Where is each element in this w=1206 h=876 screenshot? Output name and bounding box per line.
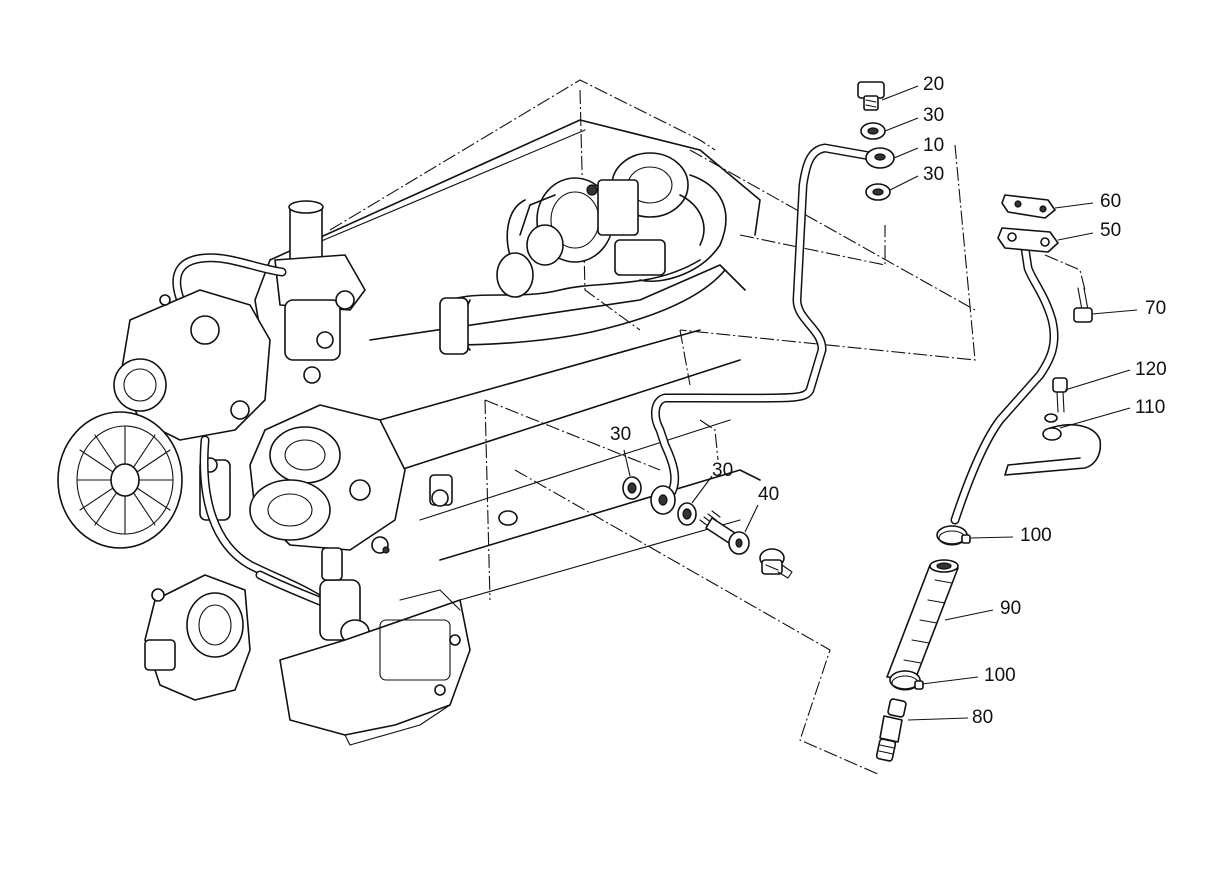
callout-80: 80 bbox=[972, 707, 993, 728]
part-80-connector bbox=[875, 698, 907, 762]
callout-30-upper: 30 bbox=[923, 164, 944, 185]
callout-10: 10 bbox=[923, 135, 944, 156]
callout-100-upper: 100 bbox=[1020, 525, 1052, 546]
callout-20: 20 bbox=[923, 74, 944, 95]
assembly-reference-lines bbox=[329, 79, 1086, 776]
callout-120: 120 bbox=[1135, 359, 1167, 380]
callout-labels: 20 30 10 30 60 50 70 120 110 30 30 40 10… bbox=[610, 74, 1167, 728]
callout-30-right: 30 bbox=[712, 460, 733, 481]
part-120-clamp-bolt bbox=[1052, 377, 1068, 413]
part-110-pipe-clamp bbox=[1004, 413, 1102, 476]
callout-leaders bbox=[623, 85, 1138, 721]
callout-50: 50 bbox=[1100, 220, 1121, 241]
callout-70: 70 bbox=[1145, 298, 1166, 319]
oil-pressure-sender bbox=[759, 548, 793, 579]
oil-feed-pipe bbox=[650, 143, 875, 500]
part-70-bolt bbox=[1073, 287, 1093, 323]
part-20-banjo-bolt bbox=[857, 81, 885, 111]
part-10-banjo-eye bbox=[865, 147, 895, 169]
callout-100-lower: 100 bbox=[984, 665, 1016, 686]
callout-90: 90 bbox=[1000, 598, 1021, 619]
part-30-sealing-washer-left bbox=[622, 476, 642, 500]
part-40-banjo-bolt bbox=[699, 510, 750, 555]
part-100-hose-clamp-upper bbox=[936, 525, 971, 546]
callout-30-top: 30 bbox=[923, 105, 944, 126]
callout-40: 40 bbox=[758, 484, 779, 505]
callout-110: 110 bbox=[1135, 397, 1165, 418]
lower-banjo-eye bbox=[650, 485, 676, 515]
callout-30-left: 30 bbox=[610, 424, 631, 445]
oil-return-pipe bbox=[950, 243, 1059, 525]
part-50-flange bbox=[997, 227, 1059, 253]
part-30-sealing-washer-lower bbox=[865, 183, 891, 201]
engine-assembly bbox=[57, 119, 761, 746]
part-60-gasket bbox=[1001, 194, 1056, 219]
part-100-hose-clamp-lower bbox=[889, 670, 924, 691]
part-30-sealing-washer-top bbox=[860, 122, 886, 140]
callout-60: 60 bbox=[1100, 191, 1121, 212]
part-30-sealing-washer-right bbox=[677, 502, 697, 526]
